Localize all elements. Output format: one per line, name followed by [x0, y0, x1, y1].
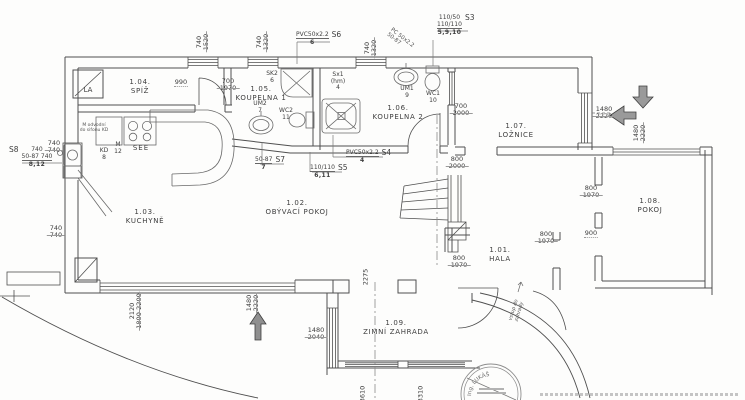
room-label-koupelna-1: 1.05.KOUPELNA 1 — [235, 85, 287, 102]
dim-2275: 2275 — [361, 268, 370, 286]
room-label-loznice: 1.07.LOŽNICE — [498, 122, 534, 139]
arrow-up-icon — [249, 311, 267, 341]
fixtures — [57, 63, 441, 217]
room-label-kuchyne: 1.03.KUCHYNĚ — [125, 208, 165, 225]
dim-3610: 3610 — [358, 385, 367, 400]
dim-900: 900 — [583, 229, 599, 238]
room-label-zimni-zahrada: 1.09.ZIMNÍ ZAHRADA — [363, 319, 429, 336]
stamp: Ing. LUKÁŠ — [460, 363, 522, 400]
room-label-spiz: 1.04.SPÍŽ — [129, 78, 151, 95]
fixture-label-see: SEE — [132, 144, 150, 152]
faint-footer-text — [540, 393, 738, 396]
room-label-obyvaci-pokoj: 1.02.OBÝVACÍ POKOJ — [265, 199, 329, 216]
room-label-pokoj: 1.08.POKOJ — [637, 197, 663, 214]
fixture-label-la: LA — [83, 86, 93, 94]
room-label-hala: 1.01.HALA — [489, 246, 511, 263]
vstup-arrow-icon — [517, 281, 524, 293]
direction-arrows — [249, 85, 654, 341]
fixture-label-sx1: Sx1(hm)4 — [330, 71, 346, 91]
axis-lines — [374, 115, 438, 398]
room-label-koupelna-2: 1.06.KOUPELNA 2 — [372, 104, 424, 121]
walls — [0, 56, 713, 399]
arrow-down-icon — [632, 85, 654, 109]
leader-lines — [22, 30, 612, 173]
arrow-left-icon — [609, 105, 637, 126]
dim-3310: 3310 — [416, 385, 425, 400]
dim-990: 990 — [173, 78, 189, 87]
